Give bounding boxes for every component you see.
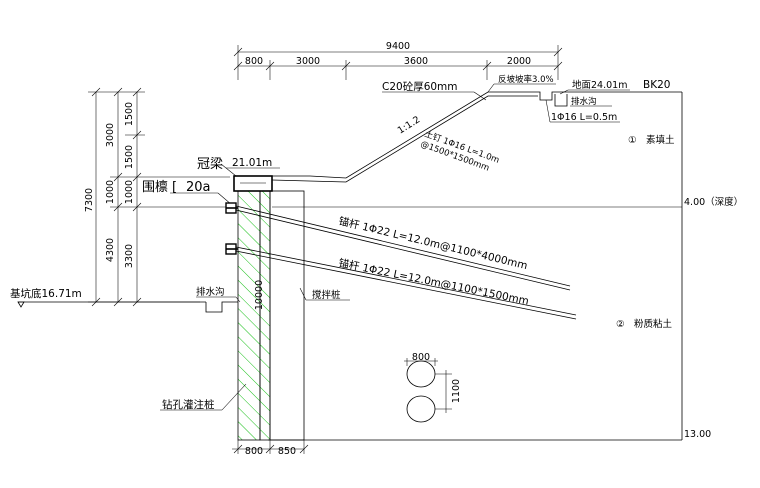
pit-bottom-label: 基坑底16.71m — [10, 287, 82, 300]
ground-elev-label: 地面24.01m — [572, 79, 627, 91]
pit-bottom-marker: 基坑底16.71m — [10, 287, 82, 308]
slope-labels: C20砼厚60mm 反坡坡率3.0% 1:1.2 土钉 1Φ16 L=1.0m … — [382, 74, 556, 174]
mixing-pile-label: 搅拌桩 — [312, 289, 341, 301]
bored-pile: 10000 — [237, 190, 271, 441]
segment-1-label: 800 — [245, 56, 263, 67]
bored-pile-label: 钻孔灌注桩 — [162, 398, 215, 411]
dim-3000: 3000 — [105, 123, 116, 147]
pile-width-dimension: 800 850 — [232, 440, 309, 457]
pile-length-label: 10000 — [254, 280, 265, 310]
mixing-pile — [269, 190, 305, 441]
ground-profile — [18, 91, 683, 441]
concrete-label: C20砼厚60mm — [382, 80, 458, 93]
dim-1500-b: 1500 — [124, 145, 135, 169]
waling-label: 围檩 — [142, 180, 168, 195]
slope-ratio-label: 1:1.2 — [396, 114, 422, 136]
crown-beam-elev: 21.01m — [232, 157, 272, 169]
pile-dim-850: 850 — [278, 446, 296, 457]
bottom-drain-label: 排水沟 — [196, 286, 225, 298]
layer-1-label: ① 素填土 — [628, 134, 675, 146]
dim-1500-a: 1500 — [124, 102, 135, 126]
bottom-drain: 排水沟 — [196, 286, 241, 303]
dim-1000-a: 1000 — [105, 180, 116, 204]
layer-depth-label: 4.00（深度） — [684, 196, 743, 208]
pile-plan-detail: 800 1100 — [404, 352, 462, 423]
dim-3300: 3300 — [124, 244, 135, 268]
left-dimension-chain: 7300 3000 1000 4300 1500 1500 1000 3300 — [84, 87, 230, 307]
dim-1000-b: 1000 — [124, 180, 135, 204]
section-label: BK20 — [643, 79, 670, 91]
mixing-pile-callout: 搅拌桩 — [299, 287, 350, 301]
anti-slope-label: 反坡坡率3.0% — [498, 74, 554, 85]
segment-3-label: 3600 — [404, 56, 428, 67]
top-nail-label: 1Φ16 L=0.5m — [551, 112, 617, 123]
segment-2-label: 3000 — [296, 56, 320, 67]
crown-beam: 21.01m 冠梁 — [197, 157, 280, 192]
waling: 围檩 [ 20a — [142, 180, 238, 255]
bottom-depth-label: 13.00 — [684, 429, 711, 440]
soil-layer-labels: ① 素填土 4.00（深度） ② 粉质粘土 13.00 — [616, 134, 743, 440]
total-width-label: 9400 — [386, 41, 410, 52]
dim-4300: 4300 — [105, 238, 116, 262]
ground-labels: 地面24.01m BK20 排水沟 1Φ16 L=0.5m — [545, 79, 670, 123]
dim-7300: 7300 — [84, 188, 95, 212]
waling-size: 20a — [186, 180, 211, 195]
anchor-rods: 锚杆 1Φ22 L=12.0m@1100*4000mm 锚杆 1Φ22 L=12… — [235, 205, 577, 320]
plan-spacing-label: 1100 — [451, 379, 462, 403]
layer-2-label: ② 粉质粘土 — [616, 318, 673, 330]
plan-width-label: 800 — [412, 352, 430, 363]
top-drain-label: 排水沟 — [571, 96, 597, 107]
crown-beam-label: 冠梁 — [197, 157, 223, 172]
segment-4-label: 2000 — [507, 56, 531, 67]
bored-pile-callout: 钻孔灌注桩 — [160, 383, 247, 411]
waling-bracket: [ — [172, 180, 177, 195]
top-dimension-chain: 9400 800 3000 3600 2000 — [233, 41, 563, 80]
pile-dim-800: 800 — [245, 446, 263, 457]
